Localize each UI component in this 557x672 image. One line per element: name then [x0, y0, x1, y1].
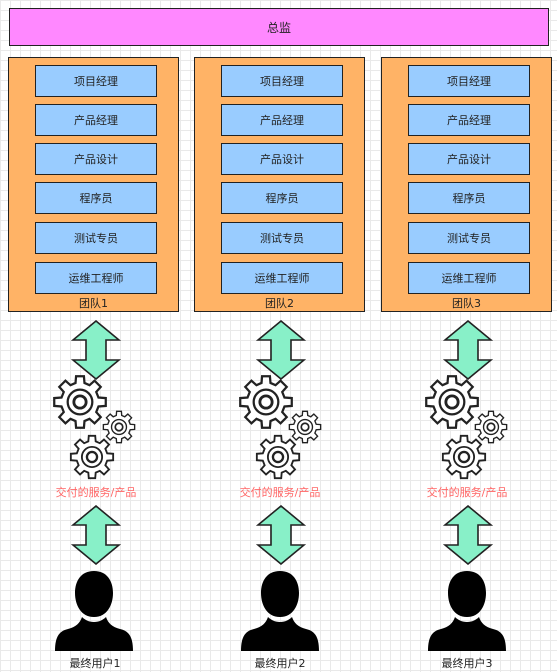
team-3-role-4: 程序员: [408, 182, 530, 214]
team-1-role-4: 程序员: [35, 182, 157, 214]
team-2-box: 项目经理 产品经理 产品设计 程序员 测试专员 运维工程师 团队2: [194, 57, 365, 312]
team-2-service-label: 交付的服务/产品: [239, 486, 321, 499]
team-3-service-label: 交付的服务/产品: [426, 486, 508, 499]
gears-icon: [238, 374, 322, 480]
team-2-user-label: 最终用户2: [254, 657, 306, 670]
gears-icon: [424, 374, 508, 480]
double-arrow-icon: [71, 505, 121, 565]
team-2-role-3: 产品设计: [221, 143, 343, 175]
team-1-role-6: 运维工程师: [35, 262, 157, 294]
team-2-role-6: 运维工程师: [221, 262, 343, 294]
team-1-role-1: 项目经理: [35, 65, 157, 97]
team-3-role-2: 产品经理: [408, 104, 530, 136]
team-3-role-1: 项目经理: [408, 65, 530, 97]
double-arrow-icon: [443, 320, 493, 380]
double-arrow-icon: [256, 505, 306, 565]
team-1-role-5: 测试专员: [35, 222, 157, 254]
team-3-label: 团队3: [452, 297, 481, 310]
user-icon: [427, 569, 507, 651]
team-2-role-4: 程序员: [221, 182, 343, 214]
team-1-service-label: 交付的服务/产品: [55, 486, 137, 499]
team-3-user-label: 最终用户3: [441, 657, 493, 670]
gears-icon: [52, 374, 136, 480]
team-1-label: 团队1: [79, 297, 108, 310]
team-2-label: 团队2: [265, 297, 294, 310]
team-1-user-label: 最终用户1: [69, 657, 121, 670]
team-1-role-2: 产品经理: [35, 104, 157, 136]
team-1-box: 项目经理 产品经理 产品设计 程序员 测试专员 运维工程师 团队1: [8, 57, 179, 312]
team-3-role-6: 运维工程师: [408, 262, 530, 294]
team-2-role-5: 测试专员: [221, 222, 343, 254]
director-box: 总监: [9, 8, 549, 46]
team-3-role-3: 产品设计: [408, 143, 530, 175]
team-2-role-1: 项目经理: [221, 65, 343, 97]
double-arrow-icon: [256, 320, 306, 380]
user-icon: [240, 569, 320, 651]
team-3-role-5: 测试专员: [408, 222, 530, 254]
double-arrow-icon: [71, 320, 121, 380]
team-1-role-3: 产品设计: [35, 143, 157, 175]
director-label: 总监: [266, 20, 291, 35]
double-arrow-icon: [443, 505, 493, 565]
team-3-box: 项目经理 产品经理 产品设计 程序员 测试专员 运维工程师 团队3: [381, 57, 552, 312]
team-2-role-2: 产品经理: [221, 104, 343, 136]
user-icon: [54, 569, 134, 651]
